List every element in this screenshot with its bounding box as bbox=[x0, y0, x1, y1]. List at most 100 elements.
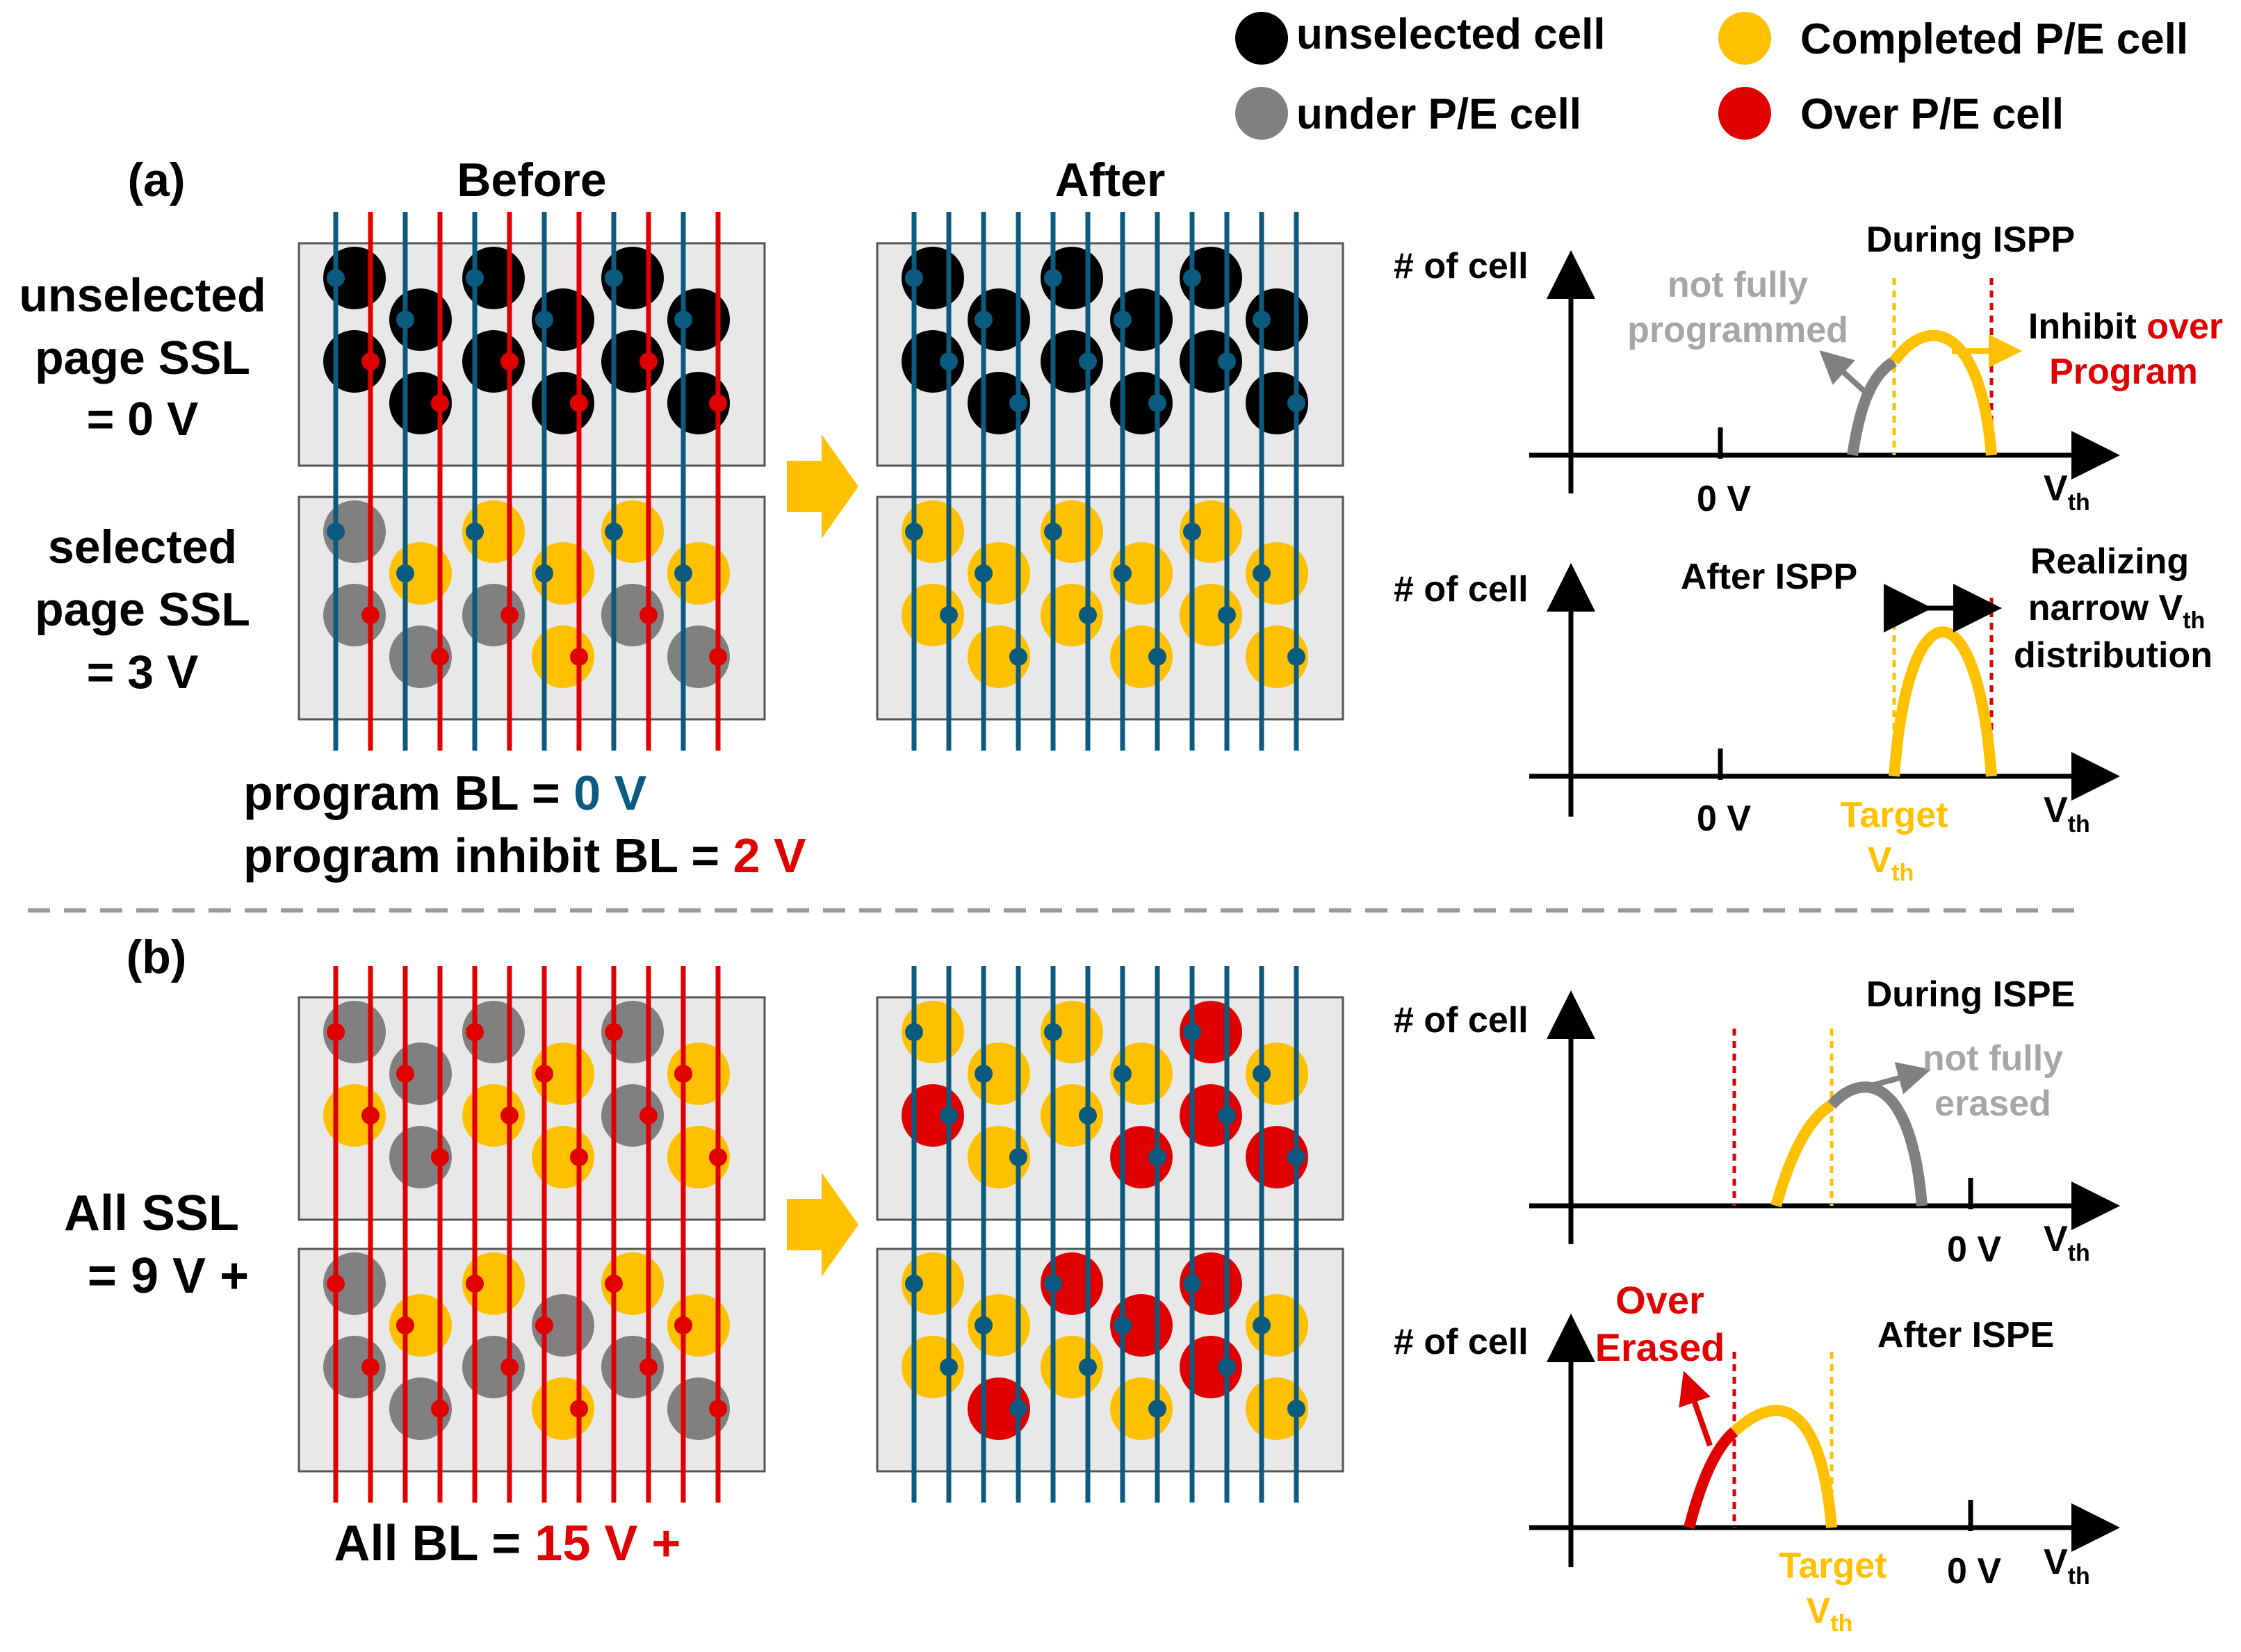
a-before-bottom-contact-dot bbox=[709, 648, 727, 666]
all-bl-prefix: All BL = bbox=[334, 1516, 535, 1571]
a-before-top-contact-dot bbox=[570, 394, 588, 412]
a-after-bottom-contact-dot bbox=[1253, 564, 1271, 582]
b-before-top-contact-dot bbox=[674, 1065, 692, 1083]
program-bl-text: program BL = 0 V bbox=[243, 766, 647, 820]
graph2-x-label: Vth bbox=[2044, 790, 2090, 837]
unselected-ssl-line2: page SSL bbox=[35, 332, 250, 384]
array-b-before bbox=[298, 966, 766, 1503]
a-after-top-contact-dot bbox=[1287, 394, 1305, 412]
b-after-bottom-contact-dot bbox=[1114, 1316, 1132, 1334]
graph2-y-label: # of cell bbox=[1394, 569, 1529, 610]
all-bl-value: 15 V + bbox=[535, 1516, 681, 1571]
a-after-top-contact-dot bbox=[1114, 311, 1132, 329]
a-before-top-contact-dot bbox=[535, 311, 553, 329]
a-after-top-contact-dot bbox=[1183, 269, 1201, 287]
graph2-target-vth: Vth bbox=[1868, 840, 1914, 886]
graph2-completed-curve bbox=[1889, 626, 1997, 777]
graph-after-ispp: # of cell 0 V Vth After ISPP Realizing n… bbox=[1394, 541, 2213, 886]
legend-completed-label: Completed P/E cell bbox=[1800, 15, 2188, 63]
transition-arrow-b bbox=[787, 1172, 858, 1277]
section-a-label: (a) bbox=[127, 154, 185, 206]
b-after-bottom-contact-dot bbox=[940, 1358, 958, 1376]
a-after-top-contact-dot bbox=[940, 352, 958, 370]
b-before-bottom-contact-dot bbox=[605, 1275, 623, 1293]
b-before-bottom-contact-dot bbox=[466, 1275, 484, 1293]
b-before-bottom-contact-dot bbox=[639, 1358, 658, 1376]
inhibit-bl-text: program inhibit BL = 2 V bbox=[243, 828, 806, 883]
b-before-top-contact-dot bbox=[639, 1106, 658, 1124]
after-heading: After bbox=[1055, 154, 1166, 206]
b-after-top-contact-dot bbox=[1114, 1065, 1132, 1083]
graph1-y-label: # of cell bbox=[1394, 246, 1529, 286]
a-before-bottom-contact-dot bbox=[605, 523, 623, 541]
graph4-over-curve bbox=[1684, 1427, 1738, 1530]
graph2-zero-label: 0 V bbox=[1697, 799, 1751, 839]
graph1-not-fully-line2: programmed bbox=[1627, 310, 1848, 350]
a-before-top-contact-dot bbox=[709, 394, 727, 412]
a-after-bottom-contact-dot bbox=[1044, 523, 1062, 541]
graph1-gray-arrow bbox=[1819, 350, 1872, 398]
a-after-top-contact-dot bbox=[1253, 311, 1271, 329]
graph1-title: During ISPP bbox=[1866, 220, 2075, 260]
b-after-top-contact-dot bbox=[1148, 1148, 1166, 1166]
a-after-bottom-contact-dot bbox=[940, 606, 958, 624]
b-before-bottom-contact-dot bbox=[674, 1316, 692, 1334]
a-before-top-contact-dot bbox=[605, 269, 623, 287]
graph3-not-fully-line1: not fully bbox=[1923, 1038, 2063, 1079]
program-bl-value: 0 V bbox=[573, 766, 646, 820]
graph1-not-fully-line1: not fully bbox=[1668, 265, 1808, 305]
a-before-bottom-contact-dot bbox=[674, 564, 692, 582]
a-before-bottom-contact-dot bbox=[535, 564, 553, 582]
b-before-bottom-contact-dot bbox=[535, 1316, 553, 1334]
graph2-realizing-line1: Realizing bbox=[2030, 541, 2189, 582]
a-before-top-contact-dot bbox=[431, 394, 449, 412]
a-after-bottom-contact-dot bbox=[975, 564, 993, 582]
a-after-bottom-contact-dot bbox=[905, 523, 923, 541]
a-after-bottom-contact-dot bbox=[1079, 606, 1097, 624]
graph1-zero-label: 0 V bbox=[1697, 479, 1751, 519]
graph4-target-vth: Vth bbox=[1807, 1591, 1853, 1637]
a-before-top-contact-dot bbox=[674, 311, 692, 329]
graph3-x-label: Vth bbox=[2044, 1219, 2090, 1266]
inhibit-bl-prefix: program inhibit BL = bbox=[243, 828, 733, 883]
b-after-top-contact-dot bbox=[1287, 1148, 1305, 1166]
before-heading: Before bbox=[457, 154, 606, 206]
a-before-bottom-contact-dot bbox=[570, 648, 588, 666]
all-ssl-line2: = 9 V + bbox=[88, 1248, 249, 1304]
b-after-bottom-contact-dot bbox=[905, 1275, 923, 1293]
legend-unselected-swatch bbox=[1235, 12, 1288, 65]
selected-ssl-line2: page SSL bbox=[35, 583, 250, 636]
b-after-top-contact-dot bbox=[1253, 1065, 1271, 1083]
graph3-completed-curve bbox=[1770, 1100, 1835, 1208]
a-before-top-contact-dot bbox=[466, 269, 484, 287]
array-b-after bbox=[876, 966, 1344, 1503]
graph3-y-label: # of cell bbox=[1394, 1000, 1529, 1040]
b-before-top-contact-dot bbox=[535, 1065, 553, 1083]
graph3-not-fully-line2: erased bbox=[1934, 1083, 2051, 1124]
unselected-ssl-line1: unselected bbox=[19, 269, 266, 322]
graph2-realizing-line3: distribution bbox=[2014, 635, 2213, 676]
b-before-top-contact-dot bbox=[396, 1065, 414, 1083]
graph3-zero-label: 0 V bbox=[1947, 1229, 2001, 1270]
graph3-title: During ISPE bbox=[1866, 974, 2075, 1015]
graph4-over-erased-line1: Over bbox=[1615, 1278, 1704, 1322]
b-before-top-contact-dot bbox=[327, 1023, 345, 1041]
b-after-top-contact-dot bbox=[1009, 1148, 1027, 1166]
a-before-top-contact-dot bbox=[361, 352, 380, 370]
b-before-bottom-contact-dot bbox=[361, 1358, 380, 1376]
b-before-bottom-contact-dot bbox=[327, 1275, 345, 1293]
graph2-realizing-line2: narrow Vth bbox=[2028, 588, 2206, 634]
program-bl-prefix: program BL = bbox=[243, 766, 573, 820]
all-bl-text: All BL = 15 V + bbox=[334, 1516, 681, 1571]
a-after-top-contact-dot bbox=[1009, 394, 1027, 412]
b-after-bottom-contact-dot bbox=[1009, 1400, 1027, 1418]
a-after-bottom-contact-dot bbox=[1148, 648, 1166, 666]
legend-completed-swatch bbox=[1718, 12, 1771, 65]
a-before-top-contact-dot bbox=[396, 311, 414, 329]
graph2-title: After ISPP bbox=[1681, 557, 1857, 597]
graph4-x-label: Vth bbox=[2044, 1542, 2090, 1589]
graph2-target-label: Target bbox=[1840, 795, 1948, 835]
graph4-title: After ISPE bbox=[1877, 1315, 2054, 1355]
a-after-top-contact-dot bbox=[975, 311, 993, 329]
a-after-top-contact-dot bbox=[1079, 352, 1097, 370]
